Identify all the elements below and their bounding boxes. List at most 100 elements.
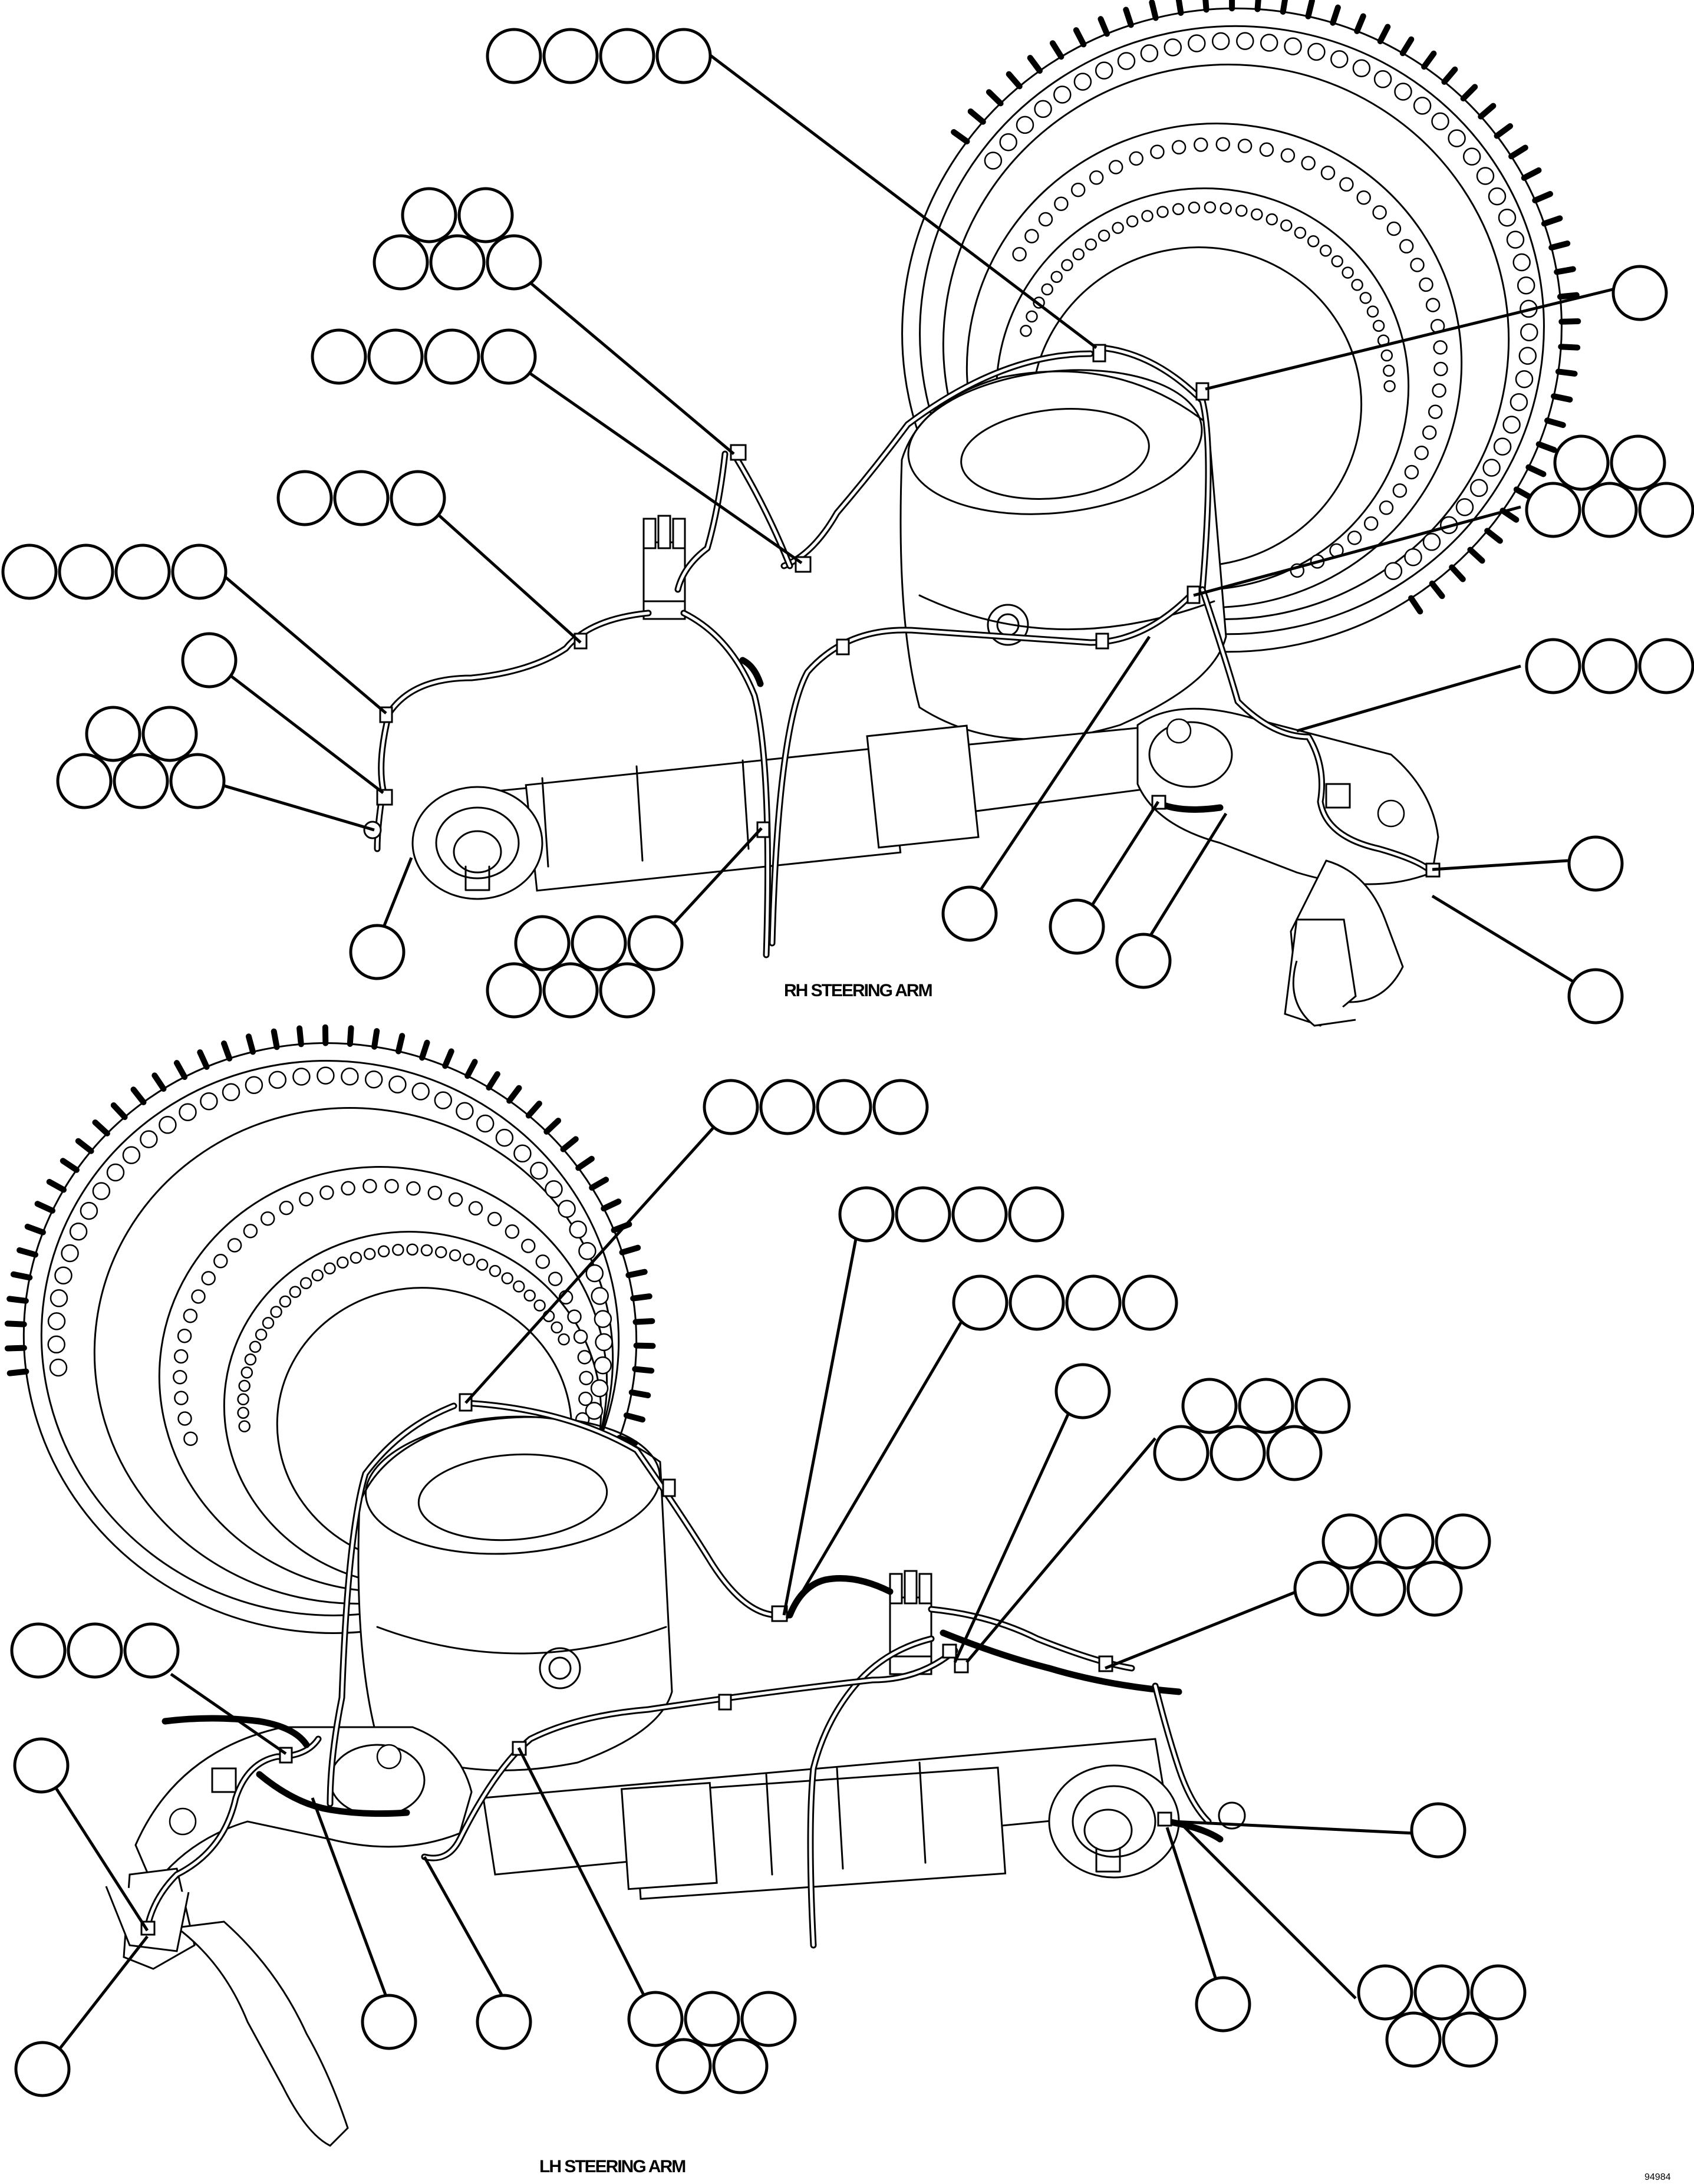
bolt-hole <box>1383 380 1396 393</box>
callout-group <box>627 1991 797 2094</box>
bolt-hole <box>1016 116 1034 134</box>
wheel-tooth <box>543 1118 562 1135</box>
bolt-hole <box>1215 137 1231 151</box>
wheel-tooth <box>4 1320 27 1327</box>
bolt-hole <box>448 1192 463 1207</box>
bolt-hole <box>535 1254 551 1269</box>
bolt-hole <box>1356 190 1371 205</box>
bolt-hole <box>1320 165 1336 180</box>
bolt-hole <box>523 1289 536 1302</box>
bolt-hole <box>1098 229 1110 242</box>
bolt-hole <box>255 1328 268 1341</box>
rh-callouts <box>1 28 1694 1025</box>
bolt-hole <box>1404 465 1419 480</box>
bolt-hole <box>1188 34 1206 52</box>
bolt-hole <box>1089 170 1104 185</box>
bolt-hole <box>1164 38 1182 57</box>
bolt-hole <box>1280 219 1293 232</box>
wheel-tooth <box>130 1086 147 1105</box>
bolt-hole <box>92 1182 111 1200</box>
wheel-tooth <box>1558 318 1581 325</box>
bolt-hole <box>292 1068 311 1086</box>
bolt-hole <box>513 1280 525 1293</box>
wheel-tooth <box>1098 16 1110 37</box>
wheel-tooth <box>632 1318 655 1325</box>
wheel-tooth <box>1280 0 1288 15</box>
wheel-tooth <box>1123 6 1134 28</box>
lh-callouts <box>10 1079 1527 2097</box>
bolt-hole <box>1211 32 1230 51</box>
bolt-hole <box>420 1244 433 1257</box>
lh-strut-barrel <box>357 1415 673 1771</box>
callout-group <box>10 1622 180 1679</box>
bolt-hole <box>476 1259 489 1271</box>
bolt-hole <box>999 133 1017 151</box>
callout-group <box>13 1737 70 1794</box>
bolt-hole <box>463 1253 475 1266</box>
bolt-hole <box>501 1272 513 1284</box>
wheel-tooth <box>1478 103 1497 120</box>
bolt-hole <box>1520 323 1538 341</box>
bolt-hole <box>1054 196 1069 211</box>
bolt-hole <box>279 1200 294 1215</box>
bolt-hole <box>1359 292 1372 304</box>
bolt-hole <box>319 1185 334 1200</box>
wheel-tooth <box>1467 546 1485 564</box>
bolt-hole <box>1413 97 1432 115</box>
bolt-hole <box>1072 248 1085 261</box>
bolt-hole <box>245 1076 263 1094</box>
rh-wheel-assembly <box>901 0 1581 653</box>
wheel-tooth <box>245 1033 256 1055</box>
bolt-hole <box>122 1146 141 1164</box>
bolt-hole <box>384 1178 399 1194</box>
wheel-tooth <box>296 1025 304 1047</box>
rh-steering-actuator <box>411 724 1186 900</box>
callout-group <box>476 1994 532 2050</box>
wheel-tooth <box>1202 0 1209 13</box>
callout-group <box>838 1186 1064 1243</box>
bolt-hole <box>1515 370 1534 388</box>
bolt-hole <box>1284 37 1302 55</box>
bolt-hole <box>173 1369 187 1385</box>
wheel-tooth <box>24 1223 46 1236</box>
bolt-hole <box>530 1161 548 1180</box>
bolt-hole <box>1294 226 1307 239</box>
bolt-hole <box>1117 52 1136 70</box>
bolt-hole <box>1020 325 1032 337</box>
callout-group <box>486 28 712 84</box>
bolt-hole <box>1236 32 1254 50</box>
bolt-hole <box>1352 59 1371 78</box>
wheel-tooth <box>1421 50 1437 70</box>
bolt-hole <box>551 1321 563 1334</box>
wheel-tooth <box>4 1345 27 1352</box>
bolt-hole <box>1126 215 1139 228</box>
bolt-hole <box>1342 266 1354 279</box>
bolt-hole <box>201 1271 216 1286</box>
bolt-hole <box>1307 235 1320 248</box>
bolt-hole <box>106 1163 125 1182</box>
callout-group <box>1153 1378 1351 1481</box>
lh-collar-bracket <box>105 1726 473 2147</box>
bolt-hole <box>50 1289 68 1307</box>
bolt-hole <box>984 151 1003 170</box>
lh-steering-actuator <box>482 1738 1180 1900</box>
callout-group <box>349 924 406 980</box>
bolt-hole <box>1041 283 1053 296</box>
bolt-hole <box>183 1431 198 1446</box>
bolt-hole <box>1220 202 1232 215</box>
callout-group <box>952 1274 1178 1331</box>
bolt-hole <box>578 1391 593 1406</box>
wheel-tooth <box>1429 580 1445 599</box>
wheel-tooth <box>1555 368 1578 377</box>
wheel-tooth <box>632 1366 655 1374</box>
bolt-hole <box>299 1277 312 1290</box>
bolt-hole <box>567 1309 582 1324</box>
bolt-hole <box>1034 100 1052 118</box>
bolt-hole <box>80 1201 98 1220</box>
bolt-hole <box>1455 498 1474 516</box>
wheel-tooth <box>951 129 970 144</box>
bolt-hole <box>1373 70 1392 88</box>
wheel-tooth <box>1513 486 1534 500</box>
bolt-hole <box>54 1266 72 1284</box>
callout-group <box>941 885 998 942</box>
